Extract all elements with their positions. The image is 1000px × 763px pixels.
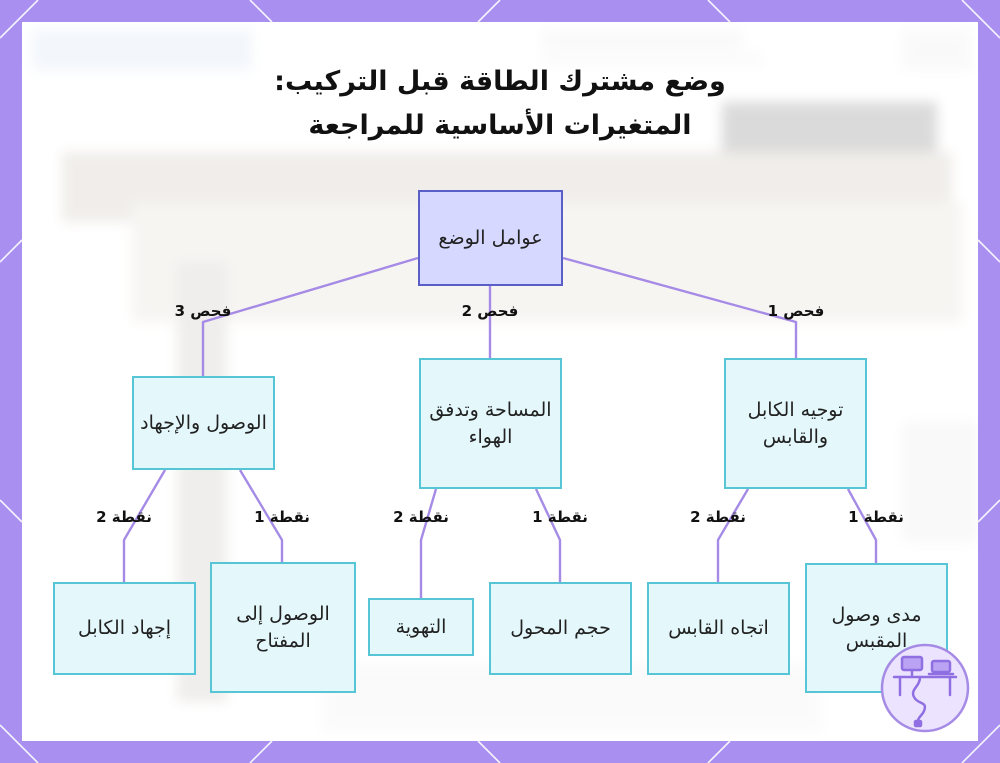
edge-cable-plug-reach (846, 488, 878, 563)
node-space-airflow: المساحة وتدفق الهواء (419, 358, 562, 489)
edge-space-adapter-size (534, 488, 562, 582)
edge-label-check-2: فحص 2 (461, 302, 519, 320)
workstation-cable-icon (880, 643, 970, 733)
node-adapter-size: حجم المحول (489, 582, 632, 675)
node-cable-plug-orientation: توجيه الكابل والقابس (724, 358, 867, 489)
node-plug-direction: اتجاه القابس (647, 582, 790, 675)
edge-root-access-strain (201, 256, 419, 376)
edge-label-point-2-cable-strain: نقطة 2 (96, 508, 152, 526)
edge-label-point-2-ventilation: نقطة 2 (393, 508, 449, 526)
node-switch-access: الوصول إلى المفتاح (210, 562, 356, 693)
node-ventilation: التهوية (368, 598, 474, 656)
edge-space-ventilation (419, 488, 438, 598)
node-access-strain: الوصول والإجهاد (132, 376, 275, 470)
edge-label-point-1-adapter-size: نقطة 1 (532, 508, 588, 526)
diagram-title-line-1: وضع مشترك الطاقة قبل التركيب: (274, 66, 726, 97)
diagram-title-line-2: المتغيرات الأساسية للمراجعة (308, 110, 692, 141)
edge-label-check-1: فحص 1 (767, 302, 825, 320)
edge-cable-plug-direction (716, 488, 750, 582)
edge-label-point-1-switch-access: نقطة 1 (254, 508, 310, 526)
edge-label-point-2-plug-direction: نقطة 2 (690, 508, 746, 526)
edge-label-check-3: فحص 3 (174, 302, 232, 320)
node-cable-strain: إجهاد الكابل (53, 582, 196, 675)
edge-access-switch (238, 469, 284, 562)
node-placement-factors: عوامل الوضع (418, 190, 563, 286)
edge-label-point-1-plug-reach: نقطة 1 (848, 508, 904, 526)
edge-root-cable-orientation (562, 256, 798, 358)
edge-access-cable-strain (122, 469, 167, 582)
